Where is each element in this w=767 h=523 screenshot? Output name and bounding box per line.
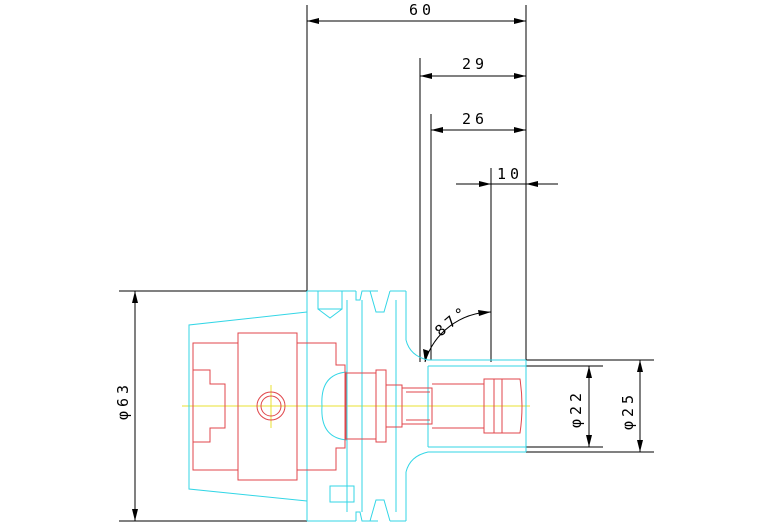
dim-10-label: 10 [497, 165, 523, 183]
dim-29-label: 29 [462, 55, 488, 73]
dim-dia-25-label: φ25 [619, 391, 637, 430]
dim-26-label: 26 [462, 110, 488, 128]
dim-dia-63: φ63 [114, 290, 307, 522]
dim-dia-63-label: φ63 [114, 381, 132, 420]
dim-29: 29 [419, 55, 526, 362]
dim-26: 26 [430, 110, 526, 360]
dim-dia-25: φ25 [526, 359, 654, 453]
dim-dia-22-label: φ22 [567, 389, 585, 428]
dim-angle-label: 87° [431, 301, 473, 340]
tool-holder-outline [188, 290, 527, 522]
dim-60: 60 [306, 1, 527, 362]
retention-and-collet-parts [192, 332, 523, 481]
dim-dia-22: φ22 [526, 365, 603, 448]
dim-60-label: 60 [409, 1, 435, 19]
dim-angle-87: 87° [423, 301, 492, 363]
dim-10: 10 [456, 165, 558, 362]
